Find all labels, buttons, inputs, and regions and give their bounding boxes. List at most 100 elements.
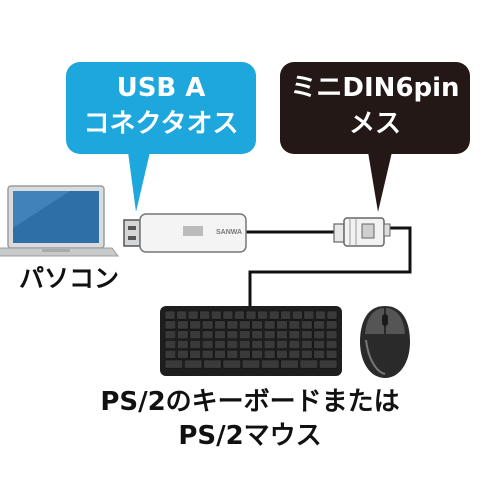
keyboard-key — [189, 320, 201, 330]
keyboard-key — [241, 359, 261, 369]
keyboard-key — [214, 349, 226, 359]
keyboard-key — [301, 349, 313, 359]
keyboard-key — [325, 330, 338, 340]
keyboard-key — [319, 359, 338, 369]
keyboard-key — [276, 320, 288, 330]
keyboard-key — [201, 349, 214, 359]
keyboard-key — [164, 349, 177, 359]
device-caption-line1: PS/2のキーボードまたは — [100, 387, 400, 417]
laptop-icon — [0, 185, 119, 257]
usb-a-callout: USB A コネクタオス — [66, 62, 256, 154]
keyboard-key — [268, 310, 280, 320]
keyboard-key — [177, 349, 189, 359]
keyboard-key — [199, 310, 210, 320]
din-callout-pointer — [368, 152, 392, 212]
mini-din-callout-line1: ミニDIN6pin — [290, 73, 460, 103]
keyboard-key — [226, 320, 239, 330]
keyboard-key — [325, 340, 338, 349]
keyboard-key — [299, 359, 318, 369]
keyboard-key — [251, 330, 263, 340]
keyboard-key — [211, 310, 222, 320]
cable-brand-text: SANWA — [216, 229, 242, 236]
keyboard-key — [189, 349, 201, 359]
mouse-icon — [360, 306, 410, 378]
keyboard-key — [280, 310, 291, 320]
keyboard-key — [325, 349, 338, 359]
mini-din-callout: ミニDIN6pin メス — [280, 62, 470, 154]
keyboard-key — [239, 330, 251, 340]
keyboard-key — [263, 320, 276, 330]
keyboard-key — [325, 320, 338, 330]
keyboard-key — [276, 349, 288, 359]
mini-din-connector — [333, 217, 391, 247]
keyboard-key — [214, 320, 226, 330]
device-caption-line2: PS/2マウス — [178, 421, 322, 451]
keyboard-key — [214, 340, 226, 349]
keyboard-key — [261, 359, 280, 369]
keyboard-key — [239, 349, 251, 359]
keyboard-key — [201, 320, 214, 330]
keyboard-key — [288, 340, 301, 349]
keyboard-key — [164, 330, 177, 340]
keyboard-key — [176, 310, 187, 320]
keyboard-key — [177, 320, 189, 330]
usb-a-connector — [123, 213, 247, 253]
keyboard-key — [226, 340, 239, 349]
usb-a-callout-line1: USB A — [116, 73, 206, 103]
keyboard-key — [263, 349, 276, 359]
keyboard-key — [222, 310, 234, 320]
keyboard-key — [245, 310, 257, 320]
keyboard-key — [164, 320, 177, 330]
keyboard-key — [303, 310, 315, 320]
keyboard-key — [315, 310, 326, 320]
keyboard-key — [239, 320, 251, 330]
keyboard-key — [177, 330, 189, 340]
keyboard-key — [288, 349, 301, 359]
keyboard-icon — [160, 306, 342, 376]
keyboard-key — [251, 340, 263, 349]
keyboard-key — [226, 349, 239, 359]
keyboard-key — [257, 310, 268, 320]
keyboard-key — [189, 330, 201, 340]
keyboard-key — [177, 340, 189, 349]
keyboard-key — [164, 340, 177, 349]
keyboard-key — [313, 340, 325, 349]
keyboard-key — [288, 330, 301, 340]
keyboard-key — [313, 330, 325, 340]
device-caption: PS/2のキーボードまたは PS/2マウス — [0, 385, 500, 453]
keyboard-key — [234, 310, 245, 320]
keyboard-key — [263, 330, 276, 340]
pc-label: パソコン — [18, 264, 119, 293]
cable-wire-to-devices — [248, 226, 412, 310]
keyboard-key — [276, 330, 288, 340]
keyboard-key — [301, 320, 313, 330]
keyboard-key — [251, 320, 263, 330]
keyboard-key — [222, 359, 241, 369]
usb-callout-pointer — [128, 152, 150, 212]
usb-a-callout-line2: コネクタオス — [83, 109, 239, 139]
keyboard-key — [292, 310, 303, 320]
keyboard-key — [301, 330, 313, 340]
keyboard-key — [214, 330, 226, 340]
keyboard-key — [164, 359, 183, 369]
keyboard-key — [187, 310, 199, 320]
keyboard-key — [184, 359, 203, 369]
keyboard-key — [288, 320, 301, 330]
keyboard-key — [203, 359, 222, 369]
keyboard-key — [189, 340, 201, 349]
keyboard-key — [251, 349, 263, 359]
keyboard-key — [280, 359, 299, 369]
keyboard-key — [226, 330, 239, 340]
keyboard-key — [313, 349, 325, 359]
keyboard-key — [263, 340, 276, 349]
keyboard-key — [201, 340, 214, 349]
mini-din-callout-line2: メス — [348, 109, 401, 139]
keyboard-key — [164, 310, 176, 320]
keyboard-key — [301, 340, 313, 349]
keyboard-key — [313, 320, 325, 330]
keyboard-key — [276, 340, 288, 349]
keyboard-key — [239, 340, 251, 349]
keyboard-key — [326, 310, 338, 320]
keyboard-key — [201, 330, 214, 340]
